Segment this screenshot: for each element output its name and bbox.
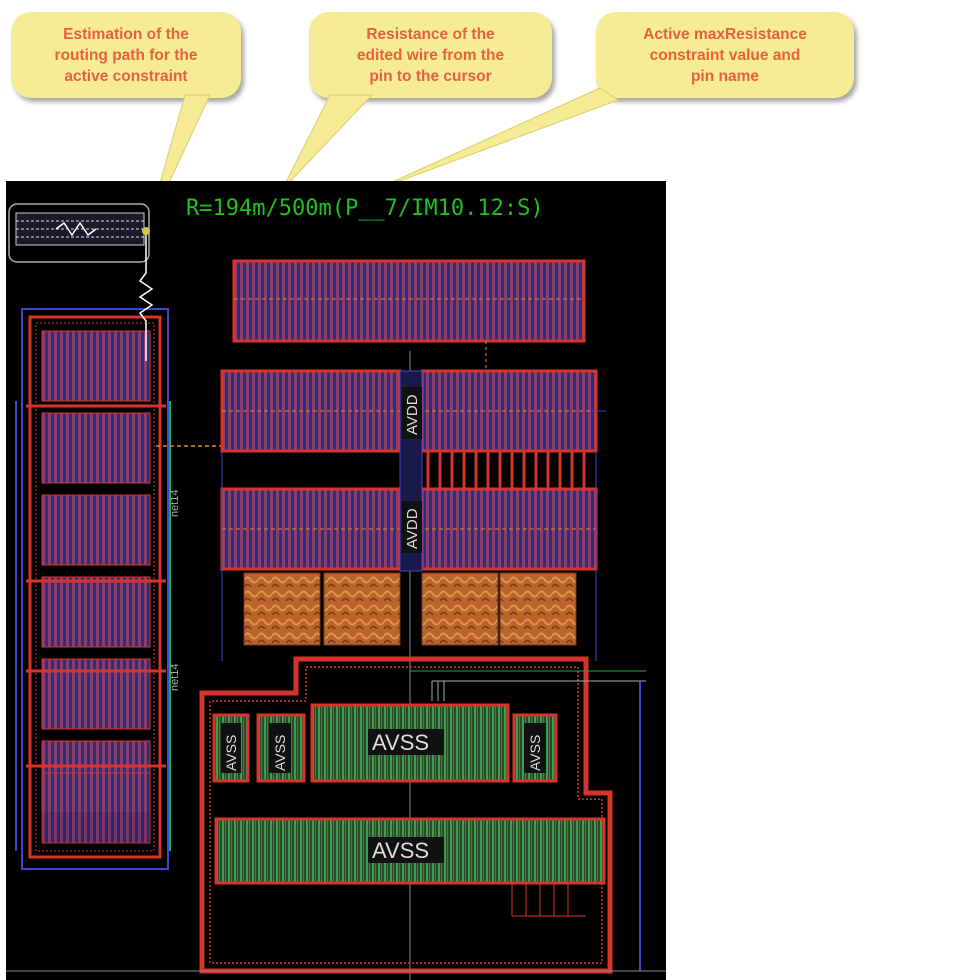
svg-text:AVSS: AVSS <box>372 838 429 863</box>
wire-resistance-text: Resistance of the edited wire from the p… <box>356 25 505 85</box>
left-column-block <box>21 308 169 870</box>
layout-view[interactable]: R=194m/500m(P__7/IM10.12:S) <box>6 181 666 980</box>
svg-text:AVSS: AVSS <box>372 730 429 755</box>
poly-blocks <box>243 572 577 646</box>
avdd-label-1: AVDD <box>402 387 422 439</box>
layout-canvas[interactable]: R=194m/500m(P__7/IM10.12:S) <box>6 181 666 980</box>
avdd-row-1 <box>220 369 598 453</box>
constraint-value-callout: Active maxResistance constraint value an… <box>596 12 854 98</box>
resistor-icon <box>8 203 154 361</box>
avss-label-small-2: AVSS <box>269 723 291 773</box>
avdd-row-2 <box>220 487 598 571</box>
svg-text:AVSS: AVSS <box>527 735 543 771</box>
avss-label-small-3: AVSS <box>524 723 546 773</box>
avss-label-small-1: AVSS <box>221 723 241 773</box>
svg-text:AVSS: AVSS <box>272 735 288 771</box>
svg-text:AVDD: AVDD <box>404 508 421 549</box>
resistance-readout: R=194m/500m(P__7/IM10.12:S) <box>186 196 544 221</box>
comb-between-rows <box>426 451 586 489</box>
svg-text:AVSS: AVSS <box>223 735 239 771</box>
svg-text:AVDD: AVDD <box>404 394 421 435</box>
wire-resistance-callout: Resistance of the edited wire from the p… <box>309 12 552 98</box>
avss-label-bottom: AVSS <box>368 837 444 863</box>
net14-label-2: net14 <box>169 663 181 691</box>
net14-label-1: net14 <box>169 489 181 517</box>
routing-estimation-text: Estimation of the routing path for the a… <box>54 25 198 85</box>
avss-label-center: AVSS <box>368 729 444 755</box>
top-cell <box>232 259 586 343</box>
routing-path-estimate <box>138 235 154 361</box>
constraint-value-text: Active maxResistance constraint value an… <box>643 25 807 85</box>
routing-estimation-callout: Estimation of the routing path for the a… <box>11 12 241 98</box>
constraint-pointer <box>369 87 620 193</box>
avdd-label-2: AVDD <box>402 501 422 553</box>
resistance-pointer <box>281 94 374 191</box>
